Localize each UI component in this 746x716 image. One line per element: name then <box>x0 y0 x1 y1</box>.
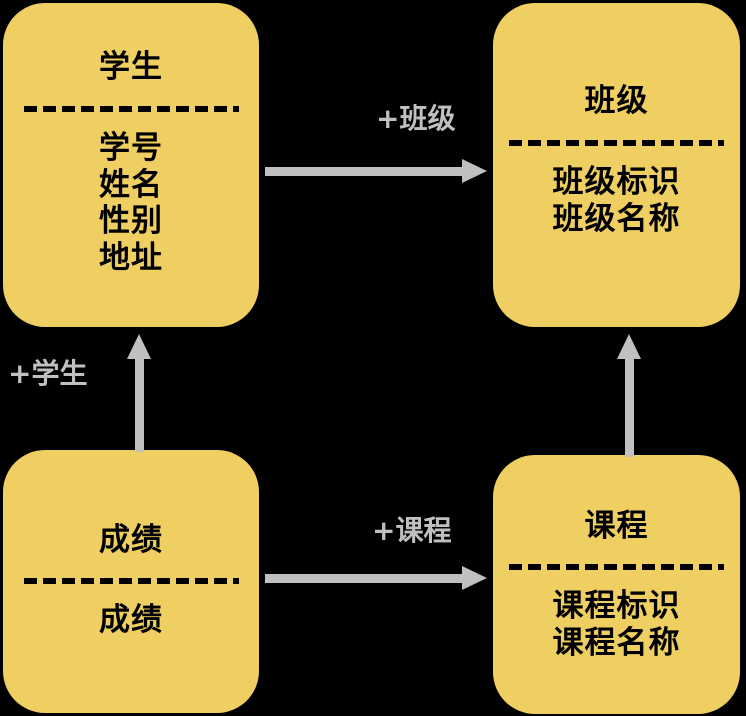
attribute-item: 课程标识 <box>552 588 681 624</box>
attribute-item: 学号 <box>99 130 163 166</box>
connector-label-grade-course: +课程 <box>372 514 452 547</box>
arrow-grade-to-student[interactable] <box>127 334 151 452</box>
arrowhead-up-icon <box>617 334 641 359</box>
class-box-course[interactable]: 课程 课程标识 课程名称 <box>493 455 740 714</box>
attribute-item: 成绩 <box>99 602 163 638</box>
arrow-grade-to-course[interactable] <box>265 566 487 590</box>
class-title-course: 课程 <box>584 508 649 544</box>
arrow-shaft <box>625 356 634 457</box>
arrow-shaft <box>265 574 465 583</box>
arrowhead-right-icon <box>462 159 487 183</box>
class-box-grade[interactable]: 成绩 成绩 <box>3 450 259 713</box>
arrowhead-up-icon <box>127 334 151 359</box>
class-separator <box>23 106 239 112</box>
class-separator <box>509 564 724 570</box>
class-attributes-grade: 成绩 <box>99 602 163 639</box>
attribute-item: 课程名称 <box>552 624 681 661</box>
class-title-class: 班级 <box>584 83 649 119</box>
attribute-item: 班级名称 <box>552 200 681 237</box>
arrow-shaft <box>135 356 144 452</box>
connector-label-grade-student: +学生 <box>8 357 88 390</box>
class-title-grade: 成绩 <box>99 522 163 558</box>
class-title-student: 学生 <box>99 49 163 85</box>
attribute-item: 姓名 <box>99 166 163 203</box>
arrow-shaft <box>265 167 465 176</box>
class-attributes-course: 课程标识 课程名称 <box>553 588 681 661</box>
arrow-course-to-class[interactable] <box>617 334 641 457</box>
attribute-item: 班级标识 <box>552 164 681 200</box>
arrow-student-to-class[interactable] <box>265 159 487 183</box>
arrowhead-right-icon <box>462 566 487 590</box>
class-separator <box>509 140 724 146</box>
class-box-class[interactable]: 班级 班级标识 班级名称 <box>493 3 740 327</box>
class-box-student[interactable]: 学生 学号 姓名 性别 地址 <box>3 3 259 327</box>
class-attributes-student: 学号 姓名 性别 地址 <box>99 130 163 276</box>
connector-label-student-class: +班级 <box>376 102 456 135</box>
attribute-item: 地址 <box>99 239 163 276</box>
class-separator <box>23 578 239 584</box>
class-attributes-class: 班级标识 班级名称 <box>553 164 681 237</box>
attribute-item: 性别 <box>99 203 163 240</box>
